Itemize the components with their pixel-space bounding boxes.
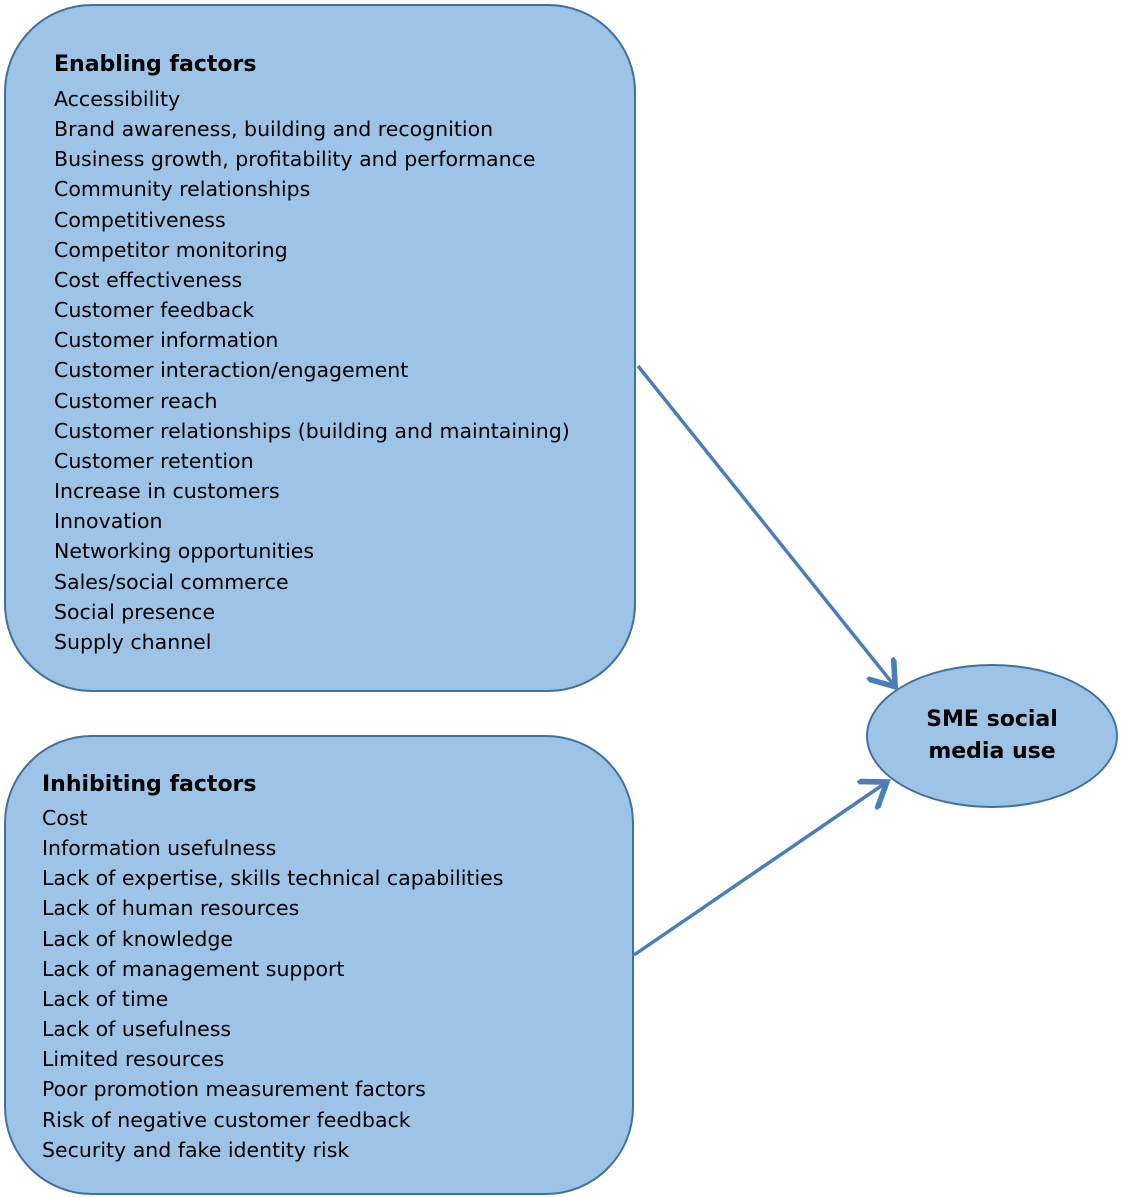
enabling-item: Cost effectiveness bbox=[54, 267, 243, 292]
inhibiting-item: Limited resources bbox=[42, 1047, 225, 1072]
enabling-item: Customer interaction/engagement bbox=[54, 358, 409, 383]
enabling-item: Supply channel bbox=[54, 629, 212, 654]
enabling-item: Sales/social commerce bbox=[54, 569, 289, 594]
enabling-item: Customer reach bbox=[54, 388, 218, 413]
inhibiting-item: Risk of negative customer feedback bbox=[42, 1107, 411, 1132]
inhibiting-item: Lack of usefulness bbox=[42, 1017, 232, 1042]
inhibiting-item: Cost bbox=[42, 806, 88, 830]
inhibiting-item: Lack of knowledge bbox=[42, 926, 234, 951]
enabling-item: Social presence bbox=[54, 599, 216, 624]
inhibiting-item: Lack of human resources bbox=[42, 896, 300, 921]
enabling-item: Customer feedback bbox=[54, 298, 255, 323]
enabling-arrow bbox=[636, 364, 893, 684]
outcome-label: SME social media use bbox=[926, 707, 1058, 764]
inhibiting-item: Poor promotion measurement factors bbox=[42, 1077, 426, 1102]
inhibiting-item: Lack of expertise, skills technical capa… bbox=[42, 866, 504, 891]
inhibiting-arrow bbox=[633, 784, 884, 957]
enabling-item: Customer relationships (building and mai… bbox=[54, 418, 570, 443]
enabling-item: Customer information bbox=[54, 328, 279, 353]
enabling-item: Competitiveness bbox=[54, 207, 226, 232]
enabling-item: Innovation bbox=[54, 509, 163, 534]
enabling-item: Brand awareness, building and recognitio… bbox=[54, 117, 494, 142]
enabling-item: Business growth, profitability and perfo… bbox=[54, 147, 536, 172]
enabling-factors-title: Enabling factors bbox=[54, 52, 257, 77]
inhibiting-item: Security and fake identity risk bbox=[42, 1137, 350, 1162]
enabling-item: Accessibility bbox=[54, 87, 181, 111]
enabling-item: Customer retention bbox=[54, 448, 254, 473]
enabling-item: Community relationships bbox=[54, 177, 311, 202]
sme-social-media-use-node: SME social media use bbox=[866, 664, 1118, 808]
inhibiting-item: Lack of time bbox=[42, 986, 169, 1011]
inhibiting-item: Information usefulness bbox=[42, 836, 277, 861]
enabling-item: Competitor monitoring bbox=[54, 237, 288, 262]
enabling-item: Increase in customers bbox=[54, 479, 280, 504]
inhibiting-factors-title: Inhibiting factors bbox=[42, 772, 257, 797]
enabling-item: Networking opportunities bbox=[54, 539, 315, 564]
inhibiting-item: Lack of management support bbox=[42, 956, 345, 981]
